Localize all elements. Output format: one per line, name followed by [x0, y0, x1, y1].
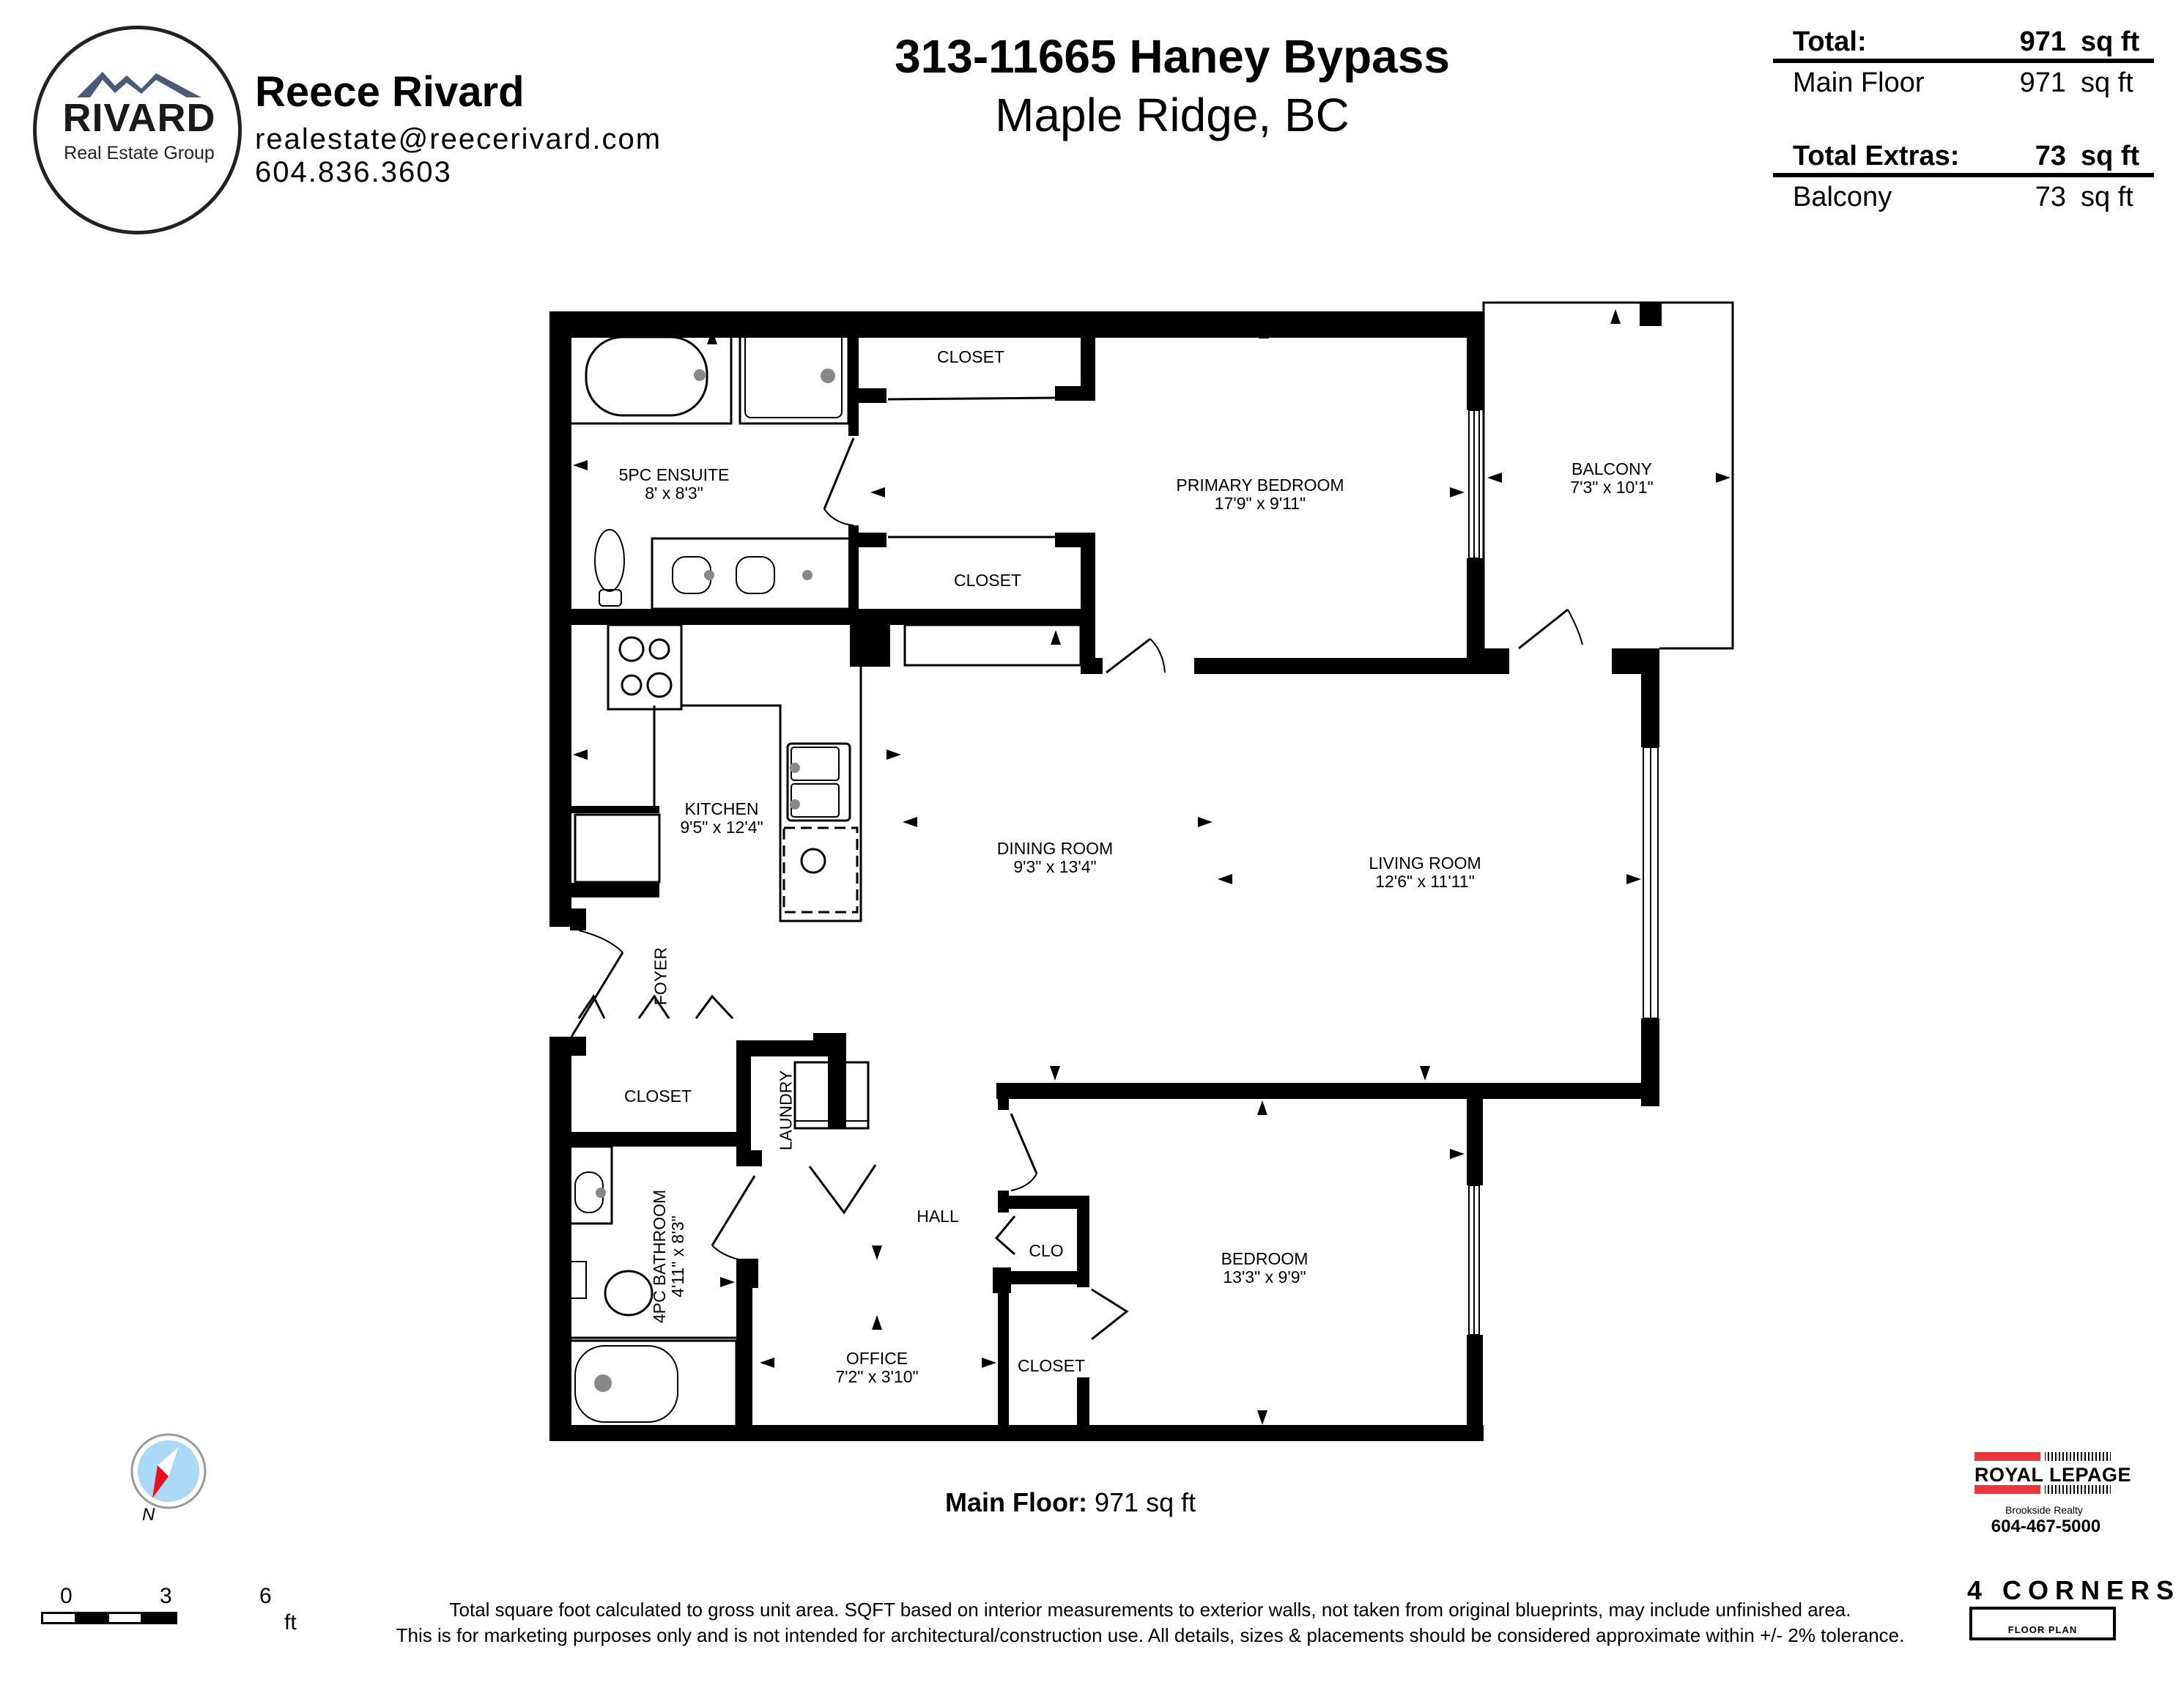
property-city: Maple Ridge, BC	[995, 89, 1350, 141]
divider	[1773, 59, 2154, 63]
producer-subtitle: FLOOR PLAN	[2007, 1624, 2078, 1635]
brokerage-name: ROYAL LEPAGE	[1974, 1464, 2132, 1486]
compass-icon: N	[130, 1433, 207, 1525]
brokerage-phone[interactable]: 604-467-5000	[1991, 1517, 2101, 1536]
dimension-arrows	[573, 309, 1730, 1425]
logo-subtitle: Real Estate Group	[64, 143, 215, 163]
scale-bar-graphic	[41, 1612, 177, 1624]
extras-summary-table: Total Extras: 73 sq ft Balcony 73 sq ft	[1773, 141, 2169, 220]
agent-phone[interactable]: 604.836.3603	[255, 156, 452, 188]
room-clo: CLO	[1029, 1241, 1064, 1260]
ruler-icon	[1969, 1607, 2116, 1640]
room-hall: HALL	[917, 1207, 959, 1226]
area-row-total: Total: 971 sq ft	[1793, 26, 2140, 57]
floor-area-caption: Main Floor: 971 sq ft	[945, 1487, 1196, 1517]
thin-lines	[569, 301, 1734, 1429]
brand-logo	[33, 26, 242, 234]
disclaimer: Total square foot calculated to gross un…	[396, 1599, 1905, 1646]
property-address: 313-11665 Haney Bypass	[895, 30, 1450, 83]
logo-wordmark: RIVARD	[62, 96, 216, 140]
fixture-dots	[594, 369, 835, 1392]
room-closet-primary-top: CLOSET	[936, 347, 1005, 366]
royal-lepage-logo	[1974, 1452, 2111, 1494]
mountain-icon	[77, 72, 201, 97]
walls	[549, 303, 1662, 1441]
svg-text:N: N	[142, 1505, 155, 1525]
area-row-total-extras: Total Extras: 73 sq ft	[1793, 141, 2140, 171]
agent-name: Reece Rivard	[255, 68, 525, 116]
divider	[1773, 173, 2154, 177]
agent-email[interactable]: realestate@reecerivard.com	[255, 123, 662, 155]
room-foyer: FOYER	[651, 947, 670, 1006]
room-laundry: LAUNDRY	[776, 1070, 796, 1151]
brokerage-office: Brookside Realty	[2005, 1504, 2083, 1516]
room-closet-bedroom: CLOSET	[1017, 1356, 1086, 1375]
area-row-balcony: Balcony 73 sq ft	[1793, 182, 2133, 212]
room-closet-foyer: CLOSET	[623, 1087, 692, 1106]
room-closet-primary-bottom: CLOSET	[953, 571, 1022, 590]
producer-name: 4 CORNERS	[1967, 1575, 2181, 1605]
area-summary-table: Total: 971 sq ft Main Floor 971 sq ft	[1773, 26, 2169, 106]
area-row-main-floor: Main Floor 971 sq ft	[1793, 67, 2133, 98]
